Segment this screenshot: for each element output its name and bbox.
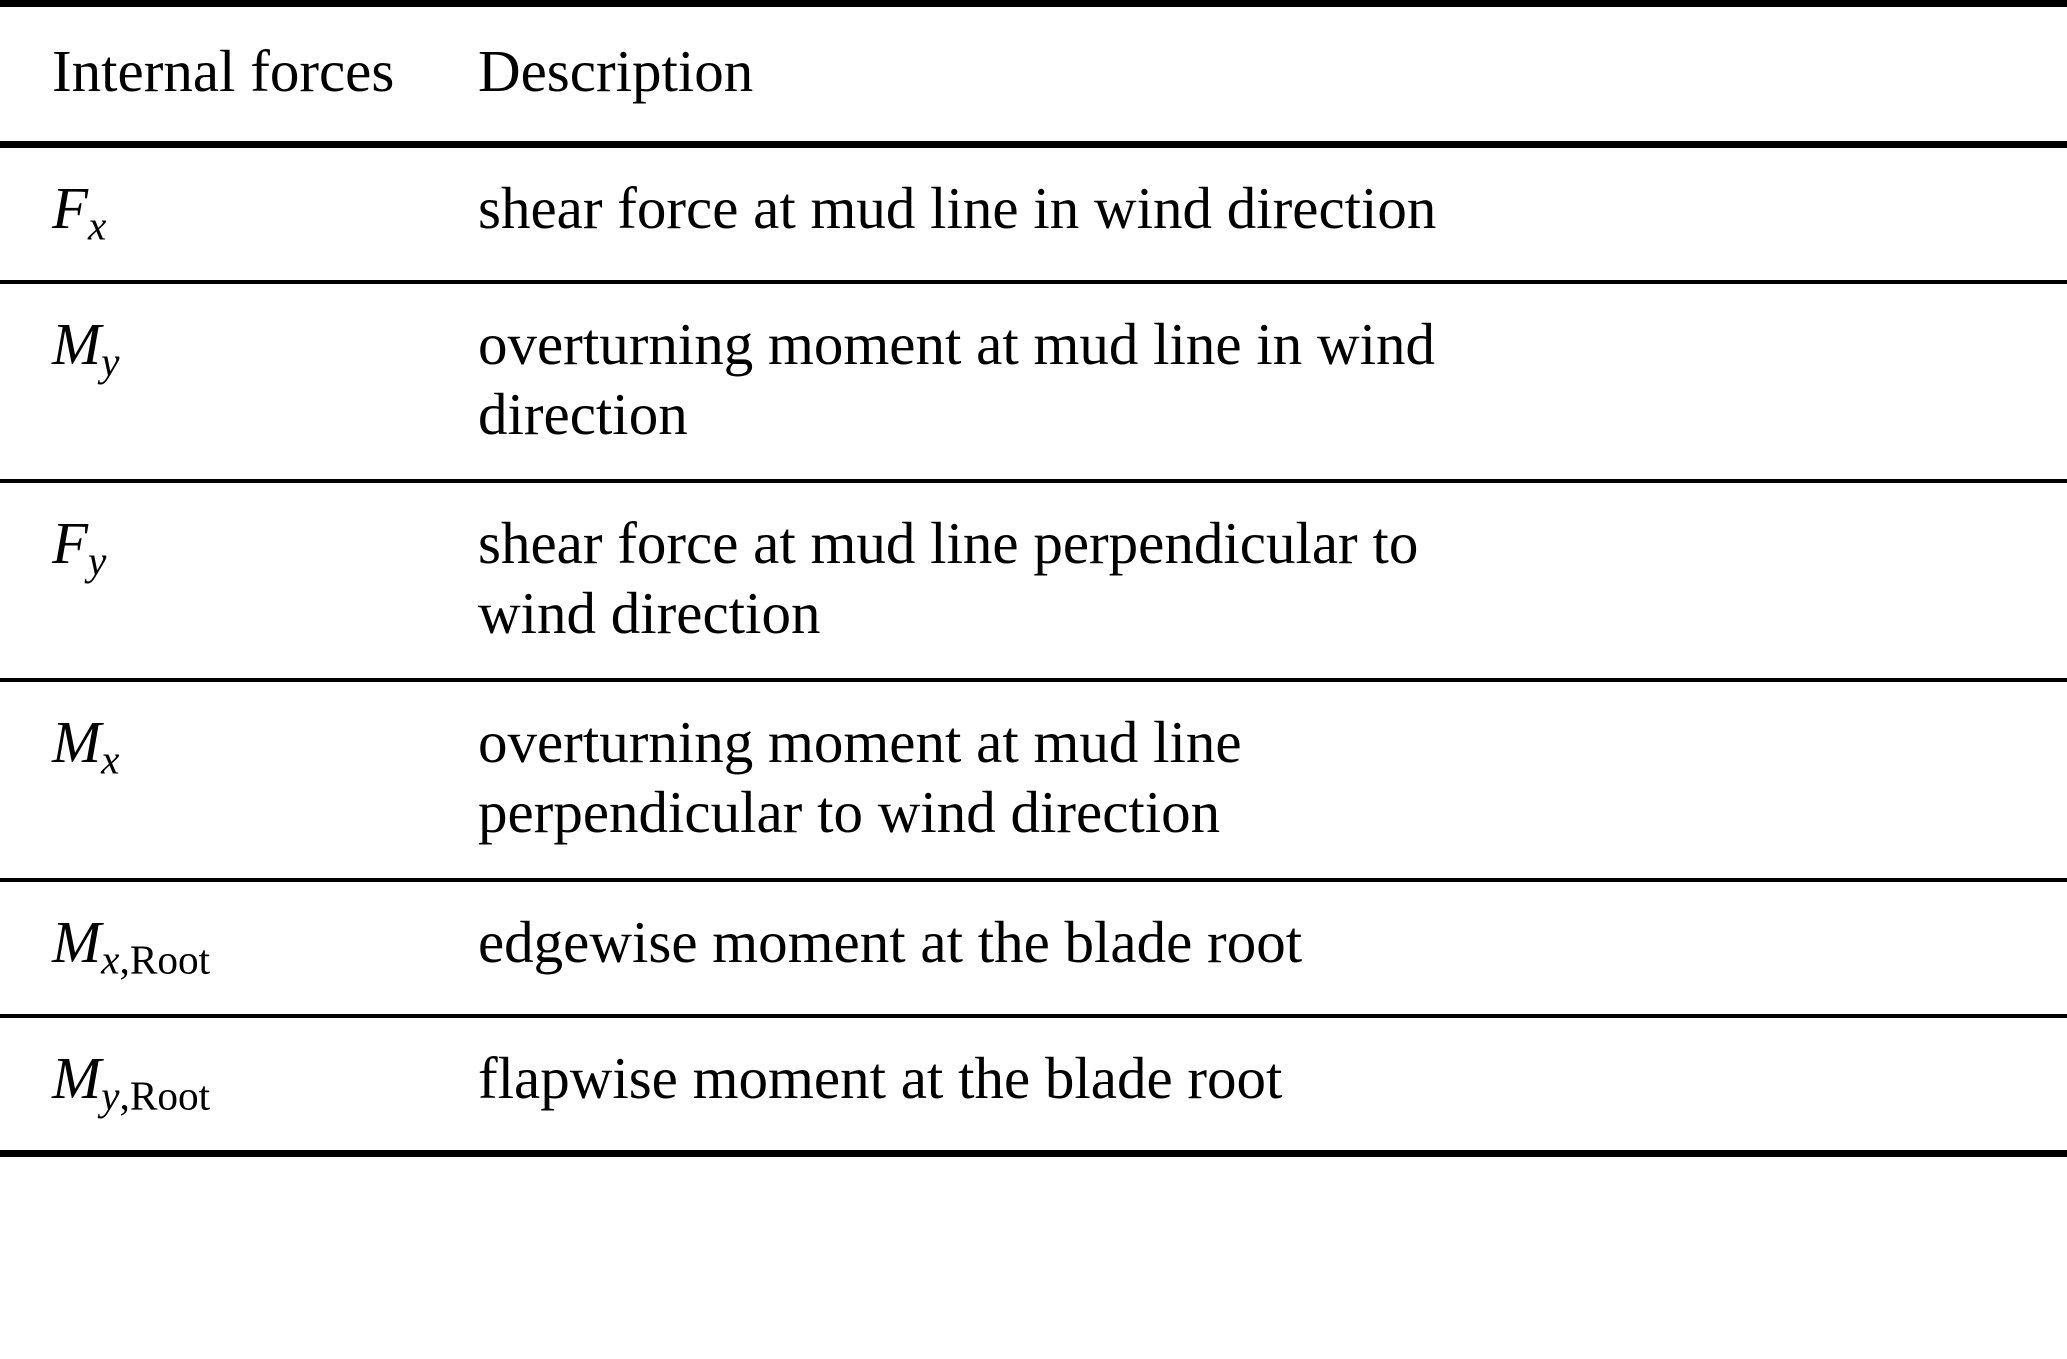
symbol-base: M bbox=[52, 709, 102, 776]
cell-internal-force-symbol: My bbox=[0, 279, 470, 482]
symbol-subscript: x,Root bbox=[101, 936, 210, 982]
table-row: Fy shear force at mud line perpendicular … bbox=[0, 479, 2067, 681]
symbol-subscript-variable: y bbox=[101, 1072, 120, 1119]
table-row: My,Root flapwise moment at the blade root bbox=[0, 1013, 2067, 1158]
symbol-subscript-variable: y bbox=[101, 338, 120, 385]
symbol-subscript-roman: ,Root bbox=[119, 1072, 211, 1119]
cell-internal-force-symbol: Mx,Root bbox=[0, 877, 470, 1016]
cell-description: flapwise moment at the blade root bbox=[470, 1013, 2067, 1158]
symbol-subscript: x bbox=[88, 202, 106, 248]
internal-forces-table: Internal forces Description Fx shear forc… bbox=[0, 0, 2067, 1158]
table-row: Fx shear force at mud line in wind direct… bbox=[0, 144, 2067, 282]
description-line: overturning moment at mud line bbox=[478, 709, 1242, 776]
symbol-subscript-variable: x bbox=[101, 736, 120, 783]
cell-internal-force-symbol: My,Root bbox=[0, 1013, 470, 1158]
symbol-base: F bbox=[52, 174, 89, 241]
description-line: perpendicular to wind direction bbox=[478, 778, 1221, 845]
symbol-base: M bbox=[52, 1044, 102, 1111]
symbol-subscript-variable: x bbox=[101, 936, 120, 983]
cell-description: shear force at mud line in wind directio… bbox=[470, 144, 2067, 282]
symbol-subscript-variable: y bbox=[88, 537, 107, 584]
column-header-description: Description bbox=[470, 0, 2067, 148]
cell-description: shear force at mud line perpendicular to… bbox=[470, 479, 2067, 681]
cell-internal-force-symbol: Fy bbox=[0, 479, 470, 681]
symbol-subscript-roman: ,Root bbox=[119, 936, 211, 983]
description-line: overturning moment at mud line in wind bbox=[478, 310, 1435, 377]
symbol-subscript: y bbox=[101, 338, 119, 384]
table-row: Mx,Root edgewise moment at the blade root bbox=[0, 877, 2067, 1016]
math-symbol: Fy bbox=[52, 510, 106, 584]
symbol-base: F bbox=[52, 510, 89, 577]
description-line: shear force at mud line perpendicular to bbox=[478, 510, 1419, 577]
symbol-subscript-variable: x bbox=[88, 202, 107, 249]
symbol-subscript: y,Root bbox=[101, 1072, 210, 1118]
table-row: My overturning moment at mud line in wind… bbox=[0, 279, 2067, 482]
symbol-base: M bbox=[52, 908, 102, 975]
math-symbol: Mx,Root bbox=[52, 908, 210, 983]
symbol-subscript: x bbox=[101, 737, 119, 783]
cell-internal-force-symbol: Mx bbox=[0, 678, 470, 880]
description-line: direction bbox=[478, 380, 688, 447]
symbol-base: M bbox=[52, 310, 102, 377]
cell-description: edgewise moment at the blade root bbox=[470, 877, 2067, 1016]
table-body: Fx shear force at mud line in wind direct… bbox=[0, 144, 2067, 1158]
column-header-internal-forces: Internal forces bbox=[0, 0, 470, 148]
description-line: edgewise moment at the blade root bbox=[478, 908, 1303, 975]
cell-internal-force-symbol: Fx bbox=[0, 144, 470, 282]
symbol-subscript: y bbox=[88, 538, 106, 584]
header-row: Internal forces Description bbox=[0, 0, 2067, 148]
math-symbol: Fx bbox=[52, 174, 106, 249]
math-symbol: Mx bbox=[52, 709, 120, 783]
math-symbol: My,Root bbox=[52, 1044, 210, 1119]
table-header: Internal forces Description bbox=[0, 0, 2067, 148]
math-symbol: My bbox=[52, 310, 120, 385]
description-line: flapwise moment at the blade root bbox=[478, 1044, 1283, 1111]
description-line: shear force at mud line in wind directio… bbox=[478, 174, 1437, 241]
description-line: wind direction bbox=[478, 579, 821, 646]
